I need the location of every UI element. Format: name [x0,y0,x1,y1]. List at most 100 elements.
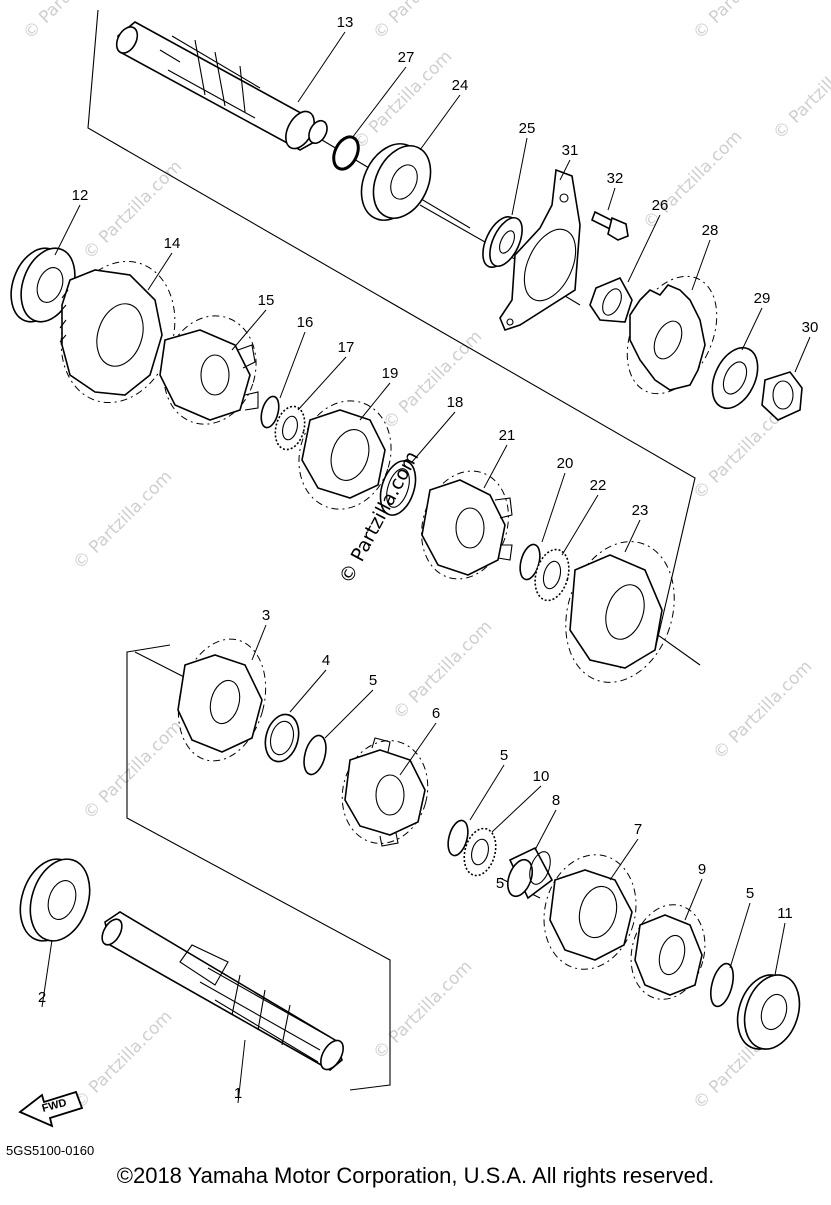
callout-label[interactable]: 25 [519,120,536,137]
callout-label[interactable]: 30 [802,319,819,336]
leader-line [491,785,542,833]
callout-label[interactable]: 17 [338,339,355,356]
bearing-24 [360,143,432,221]
callout-label[interactable]: 22 [590,477,607,494]
callout-label[interactable]: 13 [337,14,354,31]
copyright-notice: ©2018 Yamaha Motor Corporation, U.S.A. A… [116,1163,715,1188]
lower-assembly-frame [126,644,391,1091]
gear-21 [421,470,513,580]
circlip-5b [447,819,469,857]
callout-label[interactable]: 12 [72,187,89,204]
leader-line [41,939,53,1008]
callout-label[interactable]: 19 [382,365,399,382]
leader-line [231,309,267,351]
diagram-code: 5GS5100-0160 [6,1143,95,1158]
bearing-12 [10,247,76,323]
callout-label[interactable]: 5 [746,885,754,902]
leader-line [627,214,661,283]
watermark-text: © Partzilla.com [689,0,796,44]
gear-7 [543,854,637,970]
leader-line [54,204,81,256]
callout-label[interactable]: 23 [632,502,649,519]
leader-line [561,494,599,556]
callout-label[interactable]: 11 [777,905,793,922]
watermark-text: © Partzilla.com [19,0,126,44]
callout-label[interactable]: 5 [500,747,508,764]
leader-line [607,187,616,211]
watermark-text: © Partzilla.com [69,1007,176,1114]
splined-washer-22 [534,548,570,602]
watermark-text: © Partzilla.com [79,717,186,824]
bolt [590,210,629,241]
callout-label[interactable]: 28 [702,222,719,239]
watermark-text: © Partzilla.com [639,127,746,234]
gear-19 [298,400,392,510]
washer-18 [379,460,417,516]
callout-label[interactable]: 9 [698,861,706,878]
leader-line [794,336,811,373]
leader-line [351,66,407,139]
callout-label[interactable]: 26 [652,197,669,214]
leader-line [289,669,327,713]
callout-label[interactable]: 27 [398,49,415,66]
leader-line [741,307,763,351]
leader-line [324,689,374,739]
leader-line [419,94,461,151]
leader-line [237,1039,246,1104]
callout-label[interactable]: 32 [607,170,624,187]
leader-line [624,519,641,553]
leader-line [729,902,751,969]
o-ring [332,135,360,171]
watermark-text: © Partzilla.com [369,957,476,1064]
splined-washer-10 [463,827,497,877]
watermark-text: © Partzilla.com [709,657,816,764]
lower-frame-connector [134,651,191,681]
callout-label[interactable]: 7 [634,821,642,838]
watermark-text: © Partzilla.com [69,467,176,574]
gear-23 [565,541,675,683]
drive-sprocket [626,275,718,395]
leader-line [774,922,786,976]
leader-line [279,331,306,399]
callout-label[interactable]: 10 [533,768,550,785]
leader-line [483,444,508,489]
leader-line [359,382,391,421]
input-shaft [101,911,344,1071]
callout-label[interactable]: 8 [552,792,560,809]
callout-label[interactable]: 20 [557,455,574,472]
leader-line [411,411,456,463]
callout-label[interactable]: 2 [38,989,46,1006]
callout-label[interactable]: 6 [432,705,440,722]
seal-retainer-plate [499,168,581,331]
fwd-arrow-icon: FWD [18,1090,84,1128]
callout-label[interactable]: 21 [499,427,516,444]
gear-9 [630,904,706,1000]
lock-washer [711,346,759,410]
leader-line [691,239,711,291]
splined-washer-17 [274,405,306,451]
callout-label[interactable]: 5 [496,875,504,892]
callout-label[interactable]: 14 [164,235,181,252]
callout-label[interactable]: 4 [322,652,330,669]
circlip-16 [260,395,280,429]
callout-label[interactable]: 24 [452,77,469,94]
callout-label[interactable]: 5 [369,672,377,689]
callout-label[interactable]: 18 [447,394,464,411]
callout-label[interactable]: 31 [562,142,579,159]
collar-26 [589,276,633,323]
leader-line [251,624,267,661]
leader-line [147,252,173,291]
callout-label[interactable]: 29 [754,290,771,307]
callout-label[interactable]: 1 [234,1085,242,1102]
callout-label[interactable]: 3 [262,607,270,624]
callout-label[interactable]: 16 [297,314,314,331]
bearing-2 [19,858,91,942]
leader-line [559,159,571,181]
washer-4 [264,713,300,763]
needle-bearing [506,846,554,900]
leader-line [511,137,528,216]
callout-label[interactable]: 15 [258,292,275,309]
nut [761,371,803,421]
gear-6 [341,737,429,847]
